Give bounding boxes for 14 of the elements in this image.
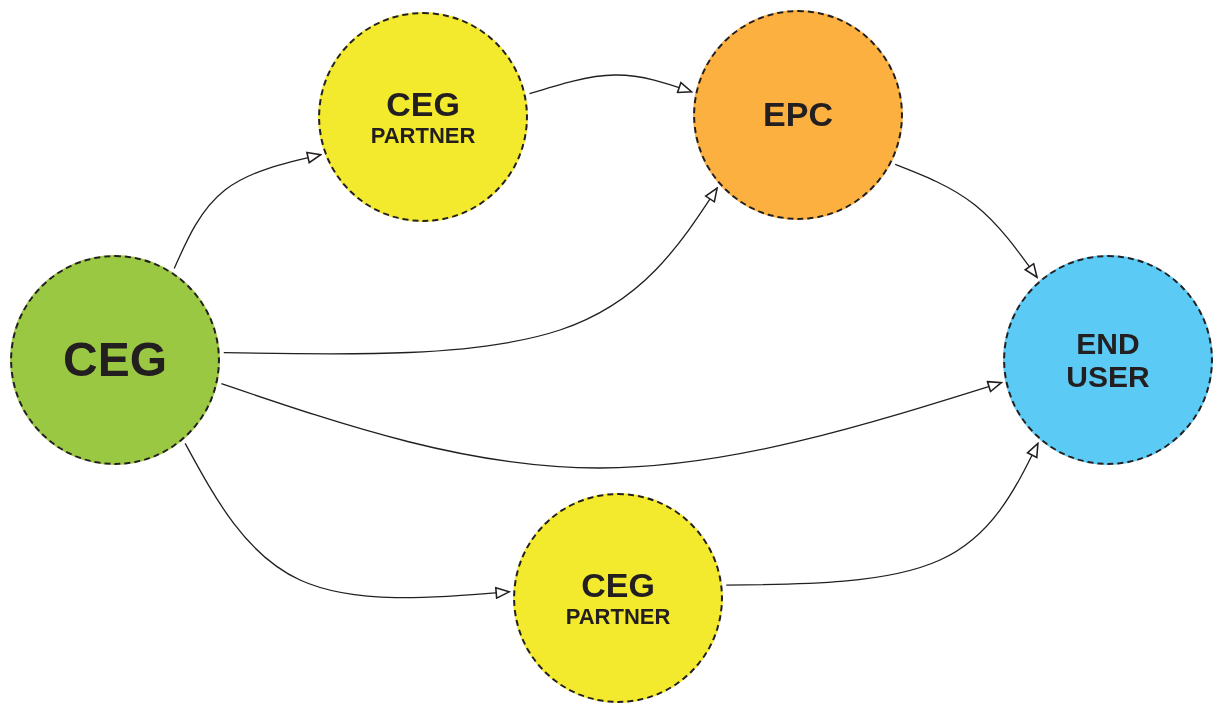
arrow [725,442,1039,586]
arrow [528,74,693,95]
node-label: PARTNER [370,123,476,148]
arrow [173,151,322,270]
arrow [184,442,510,599]
arrow [223,187,718,355]
node-label: CEG [63,333,167,387]
arrow [894,163,1038,279]
node-label: PARTNER [565,604,671,629]
node-label: END USER [1065,327,1151,393]
node-label: CEG [581,567,655,605]
arrow [220,380,1003,469]
node-label: CEG [386,86,460,124]
node-label: EPC [763,96,833,134]
